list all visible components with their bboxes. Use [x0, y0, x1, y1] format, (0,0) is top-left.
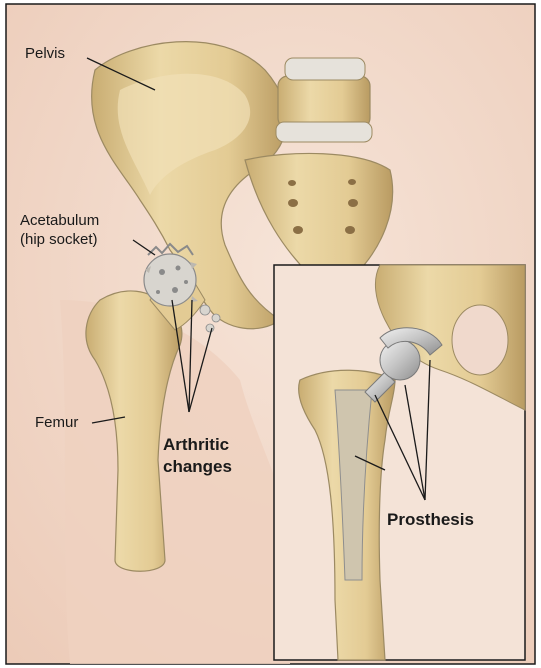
arthritic-label-line1: Arthritic: [163, 435, 229, 455]
arthritic-label-line2: changes: [163, 457, 232, 477]
acetabulum-label-line1: Acetabulum: [20, 212, 99, 229]
prosthesis-inset: [274, 265, 525, 660]
inset-obturator-foramen: [452, 305, 508, 375]
pelvis-label: Pelvis: [25, 45, 65, 62]
intervertebral-disc: [276, 122, 372, 142]
acetabulum-label-line2: (hip socket): [20, 231, 98, 248]
prosthesis-label: Prosthesis: [387, 510, 474, 530]
femur-label: Femur: [35, 414, 78, 431]
vertebra-body: [278, 76, 370, 128]
vertebra-top: [285, 58, 365, 80]
